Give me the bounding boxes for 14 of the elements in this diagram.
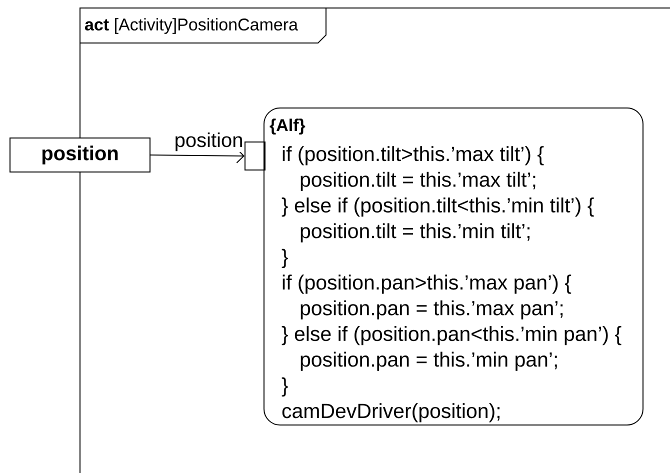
- code-line: position.pan = this.’max pan’;: [300, 300, 563, 320]
- code-line: camDevDriver(position);: [282, 403, 500, 422]
- parameter-box: position: [10, 138, 150, 172]
- code-line: } else if (position.tilt<this.’min tilt’) {: [282, 198, 594, 217]
- input-pin: [244, 142, 266, 170]
- code-line: position.tilt = this.’max tilt’;: [300, 172, 536, 191]
- code-line: position.tilt = this.’min tilt’;: [300, 223, 530, 242]
- code-line: if (position.pan>this.’max pan’) {: [282, 274, 572, 294]
- code-line: }: [282, 248, 288, 268]
- action-box: {Alf} if (position.tilt>this.’max tilt’) { position.tilt = this.’max tilt’; } else if (position.tilt<this.’min tilt’) { position.tilt = this.’min tilt’; } if (position.pan>this.’max pan’) { position.pan = this.’max pan’; } else if (position.pan<this.’min pan’) { position.pan = this.’min pan’; } camDevDriver(position);: [264, 108, 644, 426]
- code-line: if (position.tilt>this.’max tilt’) {: [282, 146, 544, 166]
- code-line: }: [282, 377, 288, 397]
- code-line: position.pan = this.’min pan’;: [300, 352, 557, 371]
- code-line: } else if (position.pan<this.’min pan’) {: [282, 326, 622, 346]
